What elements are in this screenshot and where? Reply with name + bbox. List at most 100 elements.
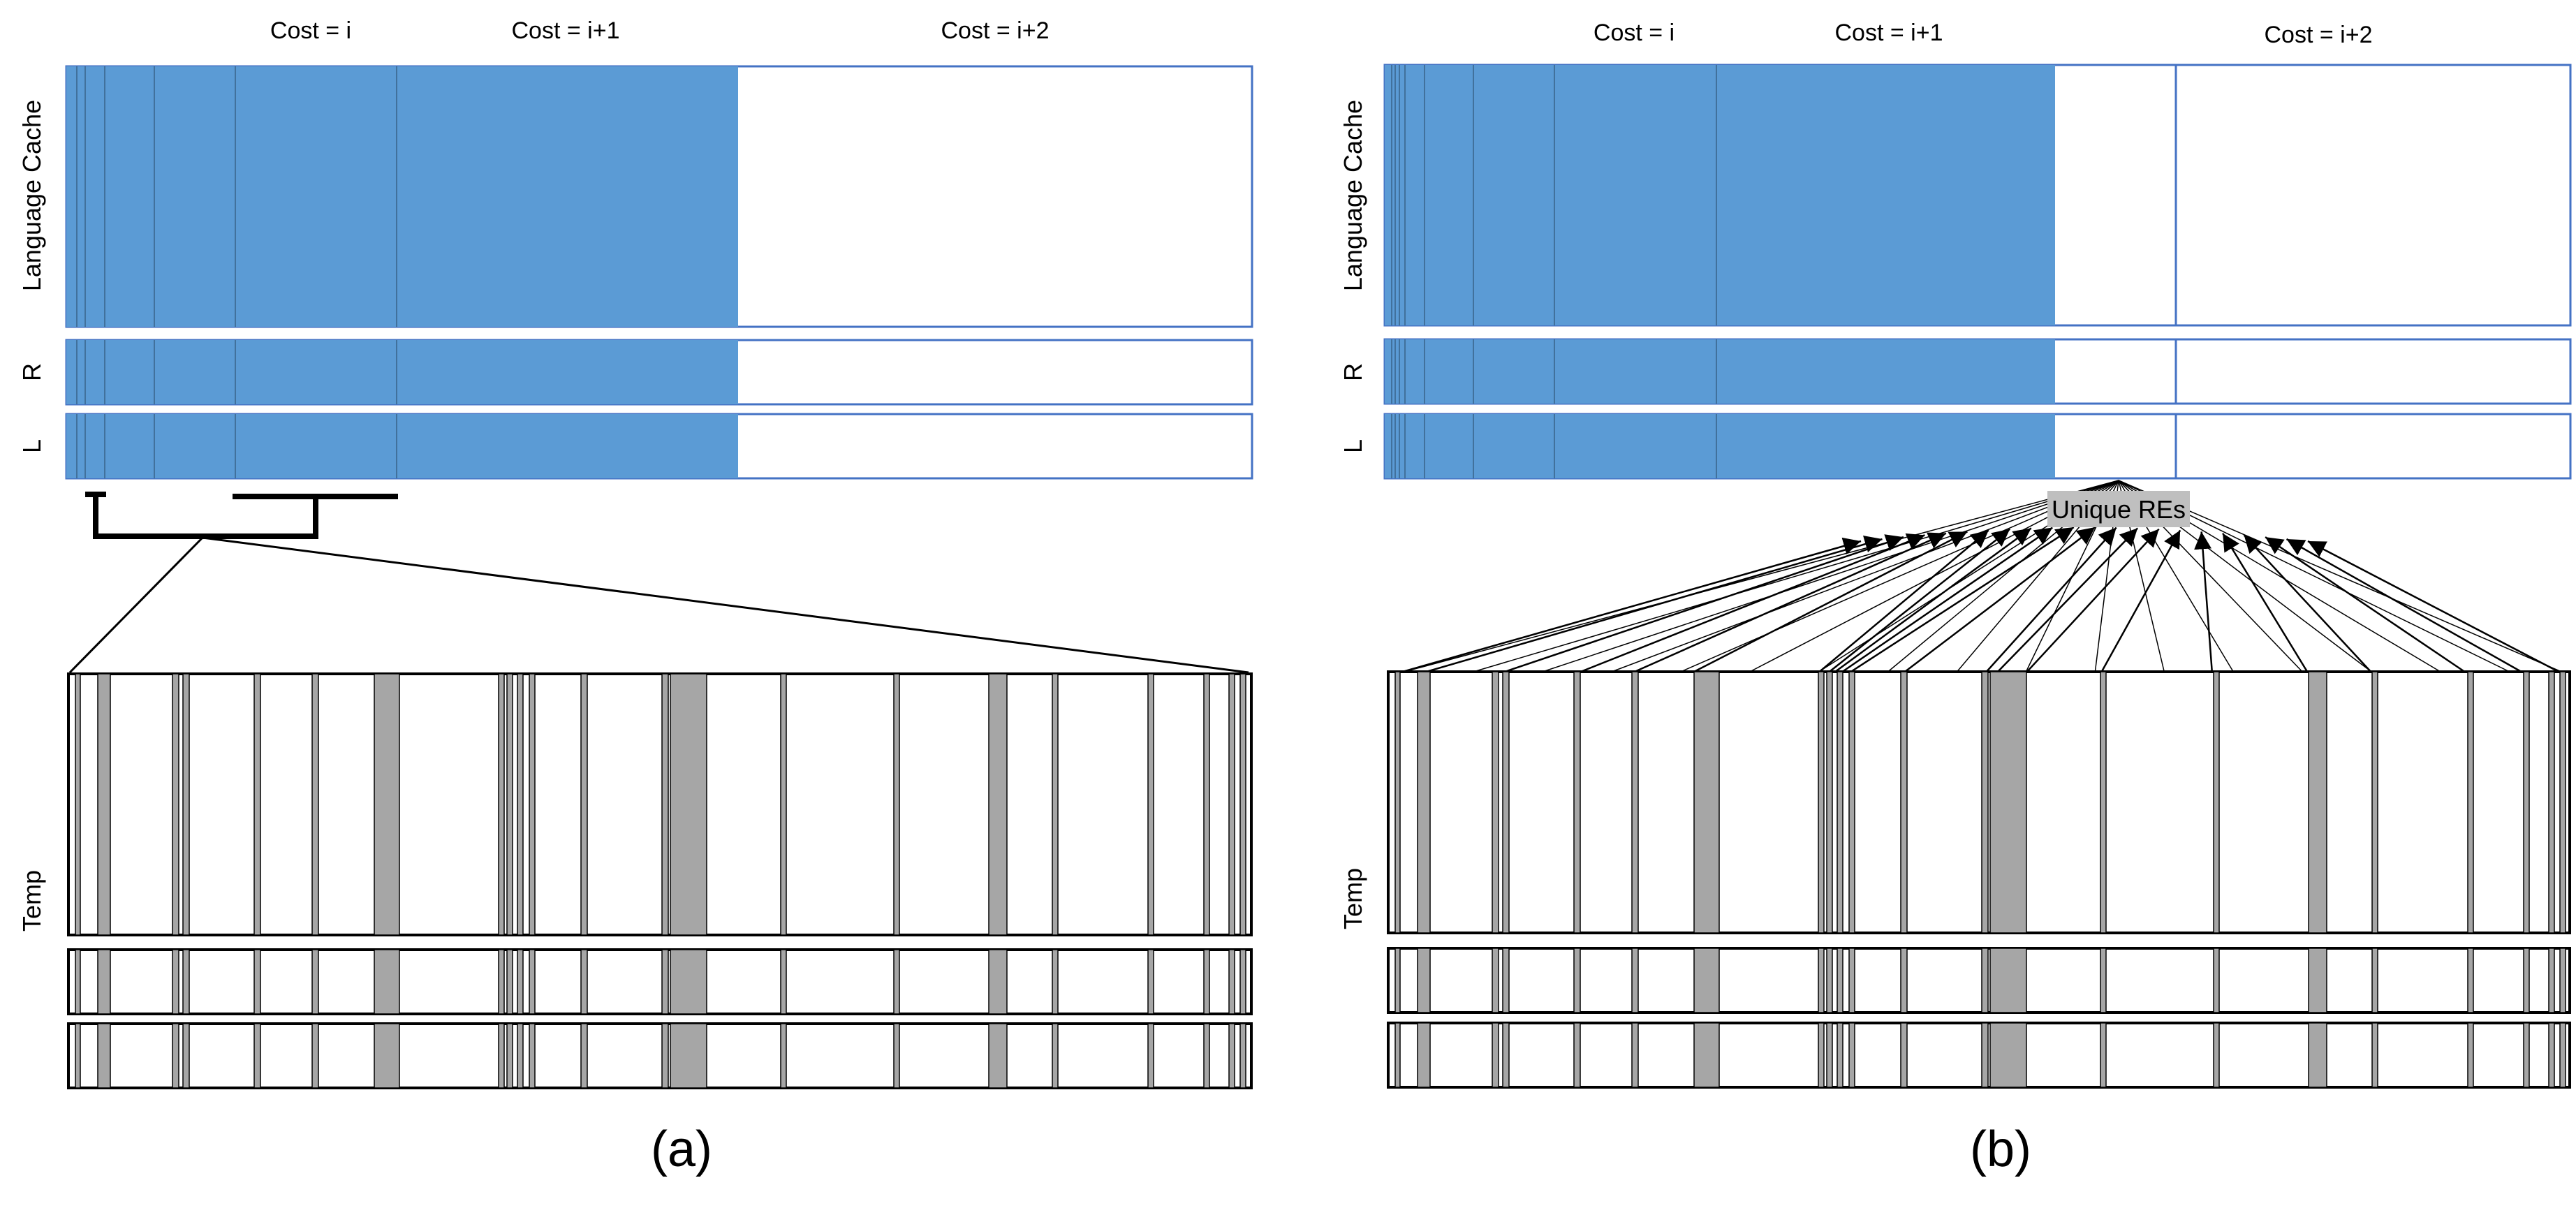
unique-re-arrow [1629, 532, 1947, 675]
temp-stripe [2213, 671, 2220, 934]
temp-stripe [1818, 1022, 1825, 1088]
temp-stripe [1818, 671, 1825, 934]
panel-a-l-bar [65, 413, 1253, 480]
temp-stripe [1228, 673, 1235, 936]
temp-stripe [670, 673, 707, 936]
panel-b-arrow-lines [1394, 480, 2567, 675]
temp-stripe [2467, 671, 2474, 934]
unique-re-arrow [2243, 534, 2373, 675]
unique-re-fan-line [2118, 480, 2567, 675]
temp-stripe [498, 949, 505, 1015]
temp-stripe [893, 673, 900, 936]
temp-stripe [1417, 671, 1431, 934]
panel-a-language-cache-bar [65, 65, 1253, 328]
unique-re-arrow [2265, 536, 2468, 675]
panel-b-l-label: L [1339, 439, 1367, 453]
temp-stripe [1052, 949, 1059, 1015]
panel-b-caption: (b) [1970, 1121, 2031, 1177]
temp-stripe [97, 673, 111, 936]
panel-b-r-label: R [1339, 363, 1367, 381]
temp-stripe [529, 673, 536, 936]
temp-stripe [2100, 948, 2107, 1013]
temp-stripe [1228, 1023, 1235, 1089]
temp-stripe [1394, 671, 1401, 934]
temp-stripe [1239, 1023, 1246, 1089]
temp-stripe [661, 1023, 669, 1089]
temp-stripe [2308, 671, 2327, 934]
unique-re-fan-line [1605, 480, 2119, 675]
temp-stripe [97, 1023, 111, 1089]
temp-stripe [1631, 671, 1639, 934]
temp-stripe [529, 1023, 536, 1089]
temp-stripe [580, 673, 588, 936]
temp-stripe [1502, 671, 1510, 934]
panel-a-temp-bar-r [67, 948, 1253, 1015]
panel-a-language-cache-label: Language Cache [17, 100, 46, 291]
temp-stripe [2100, 671, 2107, 934]
temp-stripe [1818, 948, 1825, 1013]
temp-stripe [498, 1023, 505, 1089]
temp-stripe [253, 673, 261, 936]
temp-stripe [1147, 949, 1154, 1015]
panel-a-zoom-lines [68, 536, 1249, 674]
temp-stripe [1052, 673, 1059, 936]
panel-a-temp-label: Temp [17, 870, 46, 932]
temp-stripe [2308, 948, 2327, 1013]
temp-stripe [75, 949, 81, 1015]
temp-stripe [1203, 673, 1210, 936]
temp-stripe [172, 949, 179, 1015]
panel-b-temp-label: Temp [1339, 868, 1367, 929]
temp-stripe [1239, 673, 1246, 936]
unique-re-arrow [1832, 527, 2032, 675]
temp-stripe [780, 949, 787, 1015]
temp-stripe [1900, 671, 1908, 934]
temp-stripe [2548, 1022, 2555, 1088]
temp-stripe [2100, 1022, 2107, 1088]
temp-stripe [2523, 1022, 2530, 1088]
temp-stripe [1492, 1022, 1499, 1088]
temp-stripe [1239, 949, 1246, 1015]
temp-stripe [1693, 671, 1720, 934]
panel-b-l-bar [1383, 413, 2572, 480]
temp-stripe [1573, 948, 1581, 1013]
temp-stripe [1492, 671, 1499, 934]
temp-stripe [1417, 948, 1431, 1013]
unique-re-arrow [1847, 527, 2075, 675]
temp-stripe [780, 1023, 787, 1089]
panel-b-temp-bar-l [1387, 1022, 2571, 1089]
unique-re-arrow [1498, 534, 1904, 675]
temp-stripe [1693, 948, 1720, 1013]
temp-stripe [2371, 671, 2378, 934]
temp-stripe [780, 673, 787, 936]
temp-stripe [1848, 1022, 1855, 1088]
panel-a-selection-bracket [85, 492, 398, 539]
unique-re-arrow [1839, 527, 2053, 675]
temp-stripe [2523, 948, 2530, 1013]
temp-stripe [1848, 948, 1855, 1013]
temp-stripe [1573, 671, 1581, 934]
temp-stripe [172, 1023, 179, 1089]
temp-stripe [1502, 948, 1510, 1013]
temp-stripe [1631, 948, 1639, 1013]
panel-b: Cost = i Cost = i+1 Cost = i+2 Language … [1339, 20, 2572, 1177]
temp-stripe [1826, 671, 1833, 934]
temp-stripe [517, 949, 524, 1015]
temp-stripe [1203, 949, 1210, 1015]
temp-stripe [893, 1023, 900, 1089]
temp-stripe [670, 1023, 707, 1089]
temp-stripe [1631, 1022, 1639, 1088]
panel-a-caption: (a) [651, 1121, 712, 1177]
temp-stripe [1837, 1022, 1843, 1088]
temp-stripe [1989, 671, 2027, 934]
unique-re-fan-line [1536, 480, 2119, 675]
temp-stripe [75, 1023, 81, 1089]
panel-a-temp-bar [67, 672, 1253, 936]
unique-re-arrow [2194, 531, 2214, 675]
panel-b-unique-res-label: Unique REs [2052, 495, 2186, 524]
temp-stripe [1203, 1023, 1210, 1089]
unique-re-arrow [1984, 527, 2117, 675]
unique-re-arrow [2099, 529, 2181, 675]
temp-stripe [988, 673, 1008, 936]
temp-stripe [1394, 948, 1401, 1013]
temp-stripe [253, 1023, 261, 1089]
